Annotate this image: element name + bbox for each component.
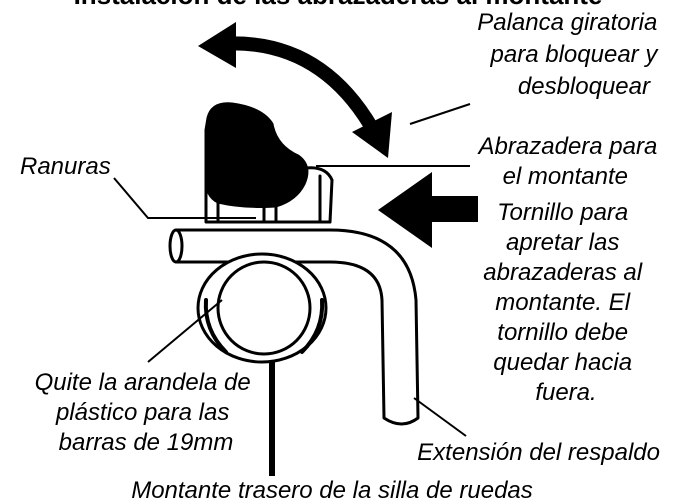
- screw-label-line-1: Tornillo para: [497, 199, 628, 226]
- washer-label-line-2: plástico para las: [55, 399, 229, 426]
- rotation-arrowhead-left: [198, 22, 236, 68]
- lever-leader-line: [409, 103, 471, 125]
- extension-leader-line: [413, 397, 467, 437]
- clamp-label-line-2: el montante: [503, 163, 628, 190]
- screw-arrow: [378, 172, 478, 248]
- lever-label: Palanca giratoria para bloquear y desblo…: [477, 9, 664, 100]
- rotation-arrow: [198, 22, 392, 158]
- tube-end-cap: [168, 228, 184, 264]
- washer-label-line-3: barras de 19mm: [59, 429, 234, 456]
- rotation-arrowhead-right: [352, 112, 392, 158]
- washer-label-line-1: Quite la arandela de: [35, 369, 251, 396]
- screw-label-line-5: tornillo debe: [497, 319, 628, 346]
- washer-leader-line: [147, 299, 223, 363]
- screw-label-line-2: apretar las: [506, 229, 619, 256]
- rotating-lever: [204, 102, 309, 208]
- grooves-label: Ranuras: [20, 153, 111, 180]
- screw-label: Tornillo para apretar las abrazaderas al…: [483, 199, 648, 406]
- backrest-extension-tube: [174, 228, 420, 426]
- grooves-leader-line: [113, 177, 256, 219]
- washer-shade-left: [203, 298, 228, 354]
- washer-label: Quite la arandela de plástico para las b…: [35, 369, 258, 456]
- extension-label: Extensión del respaldo: [417, 439, 660, 466]
- screw-label-line-3: abrazaderas al: [483, 259, 642, 286]
- clamp-label-line-1: Abrazadera para: [477, 133, 658, 160]
- screw-label-line-4: montante. El: [495, 289, 630, 316]
- lever-label-line-1: Palanca giratoria: [477, 9, 657, 36]
- screw-label-line-6: quedar hacia: [493, 349, 632, 376]
- rear-post-section: [216, 260, 312, 356]
- lever-label-line-3: desbloquear: [518, 73, 651, 100]
- clamp-illustration: [168, 102, 420, 426]
- washer-shade-right: [300, 298, 325, 354]
- screw-label-line-7: fuera.: [535, 379, 596, 406]
- clamp-label: Abrazadera para el montante: [477, 133, 664, 190]
- post-label: Montante trasero de la silla de ruedas: [131, 477, 533, 504]
- lever-label-line-2: para bloquear y: [490, 41, 660, 68]
- diagram-title: Instalación de las abrazaderas al montan…: [74, 0, 603, 10]
